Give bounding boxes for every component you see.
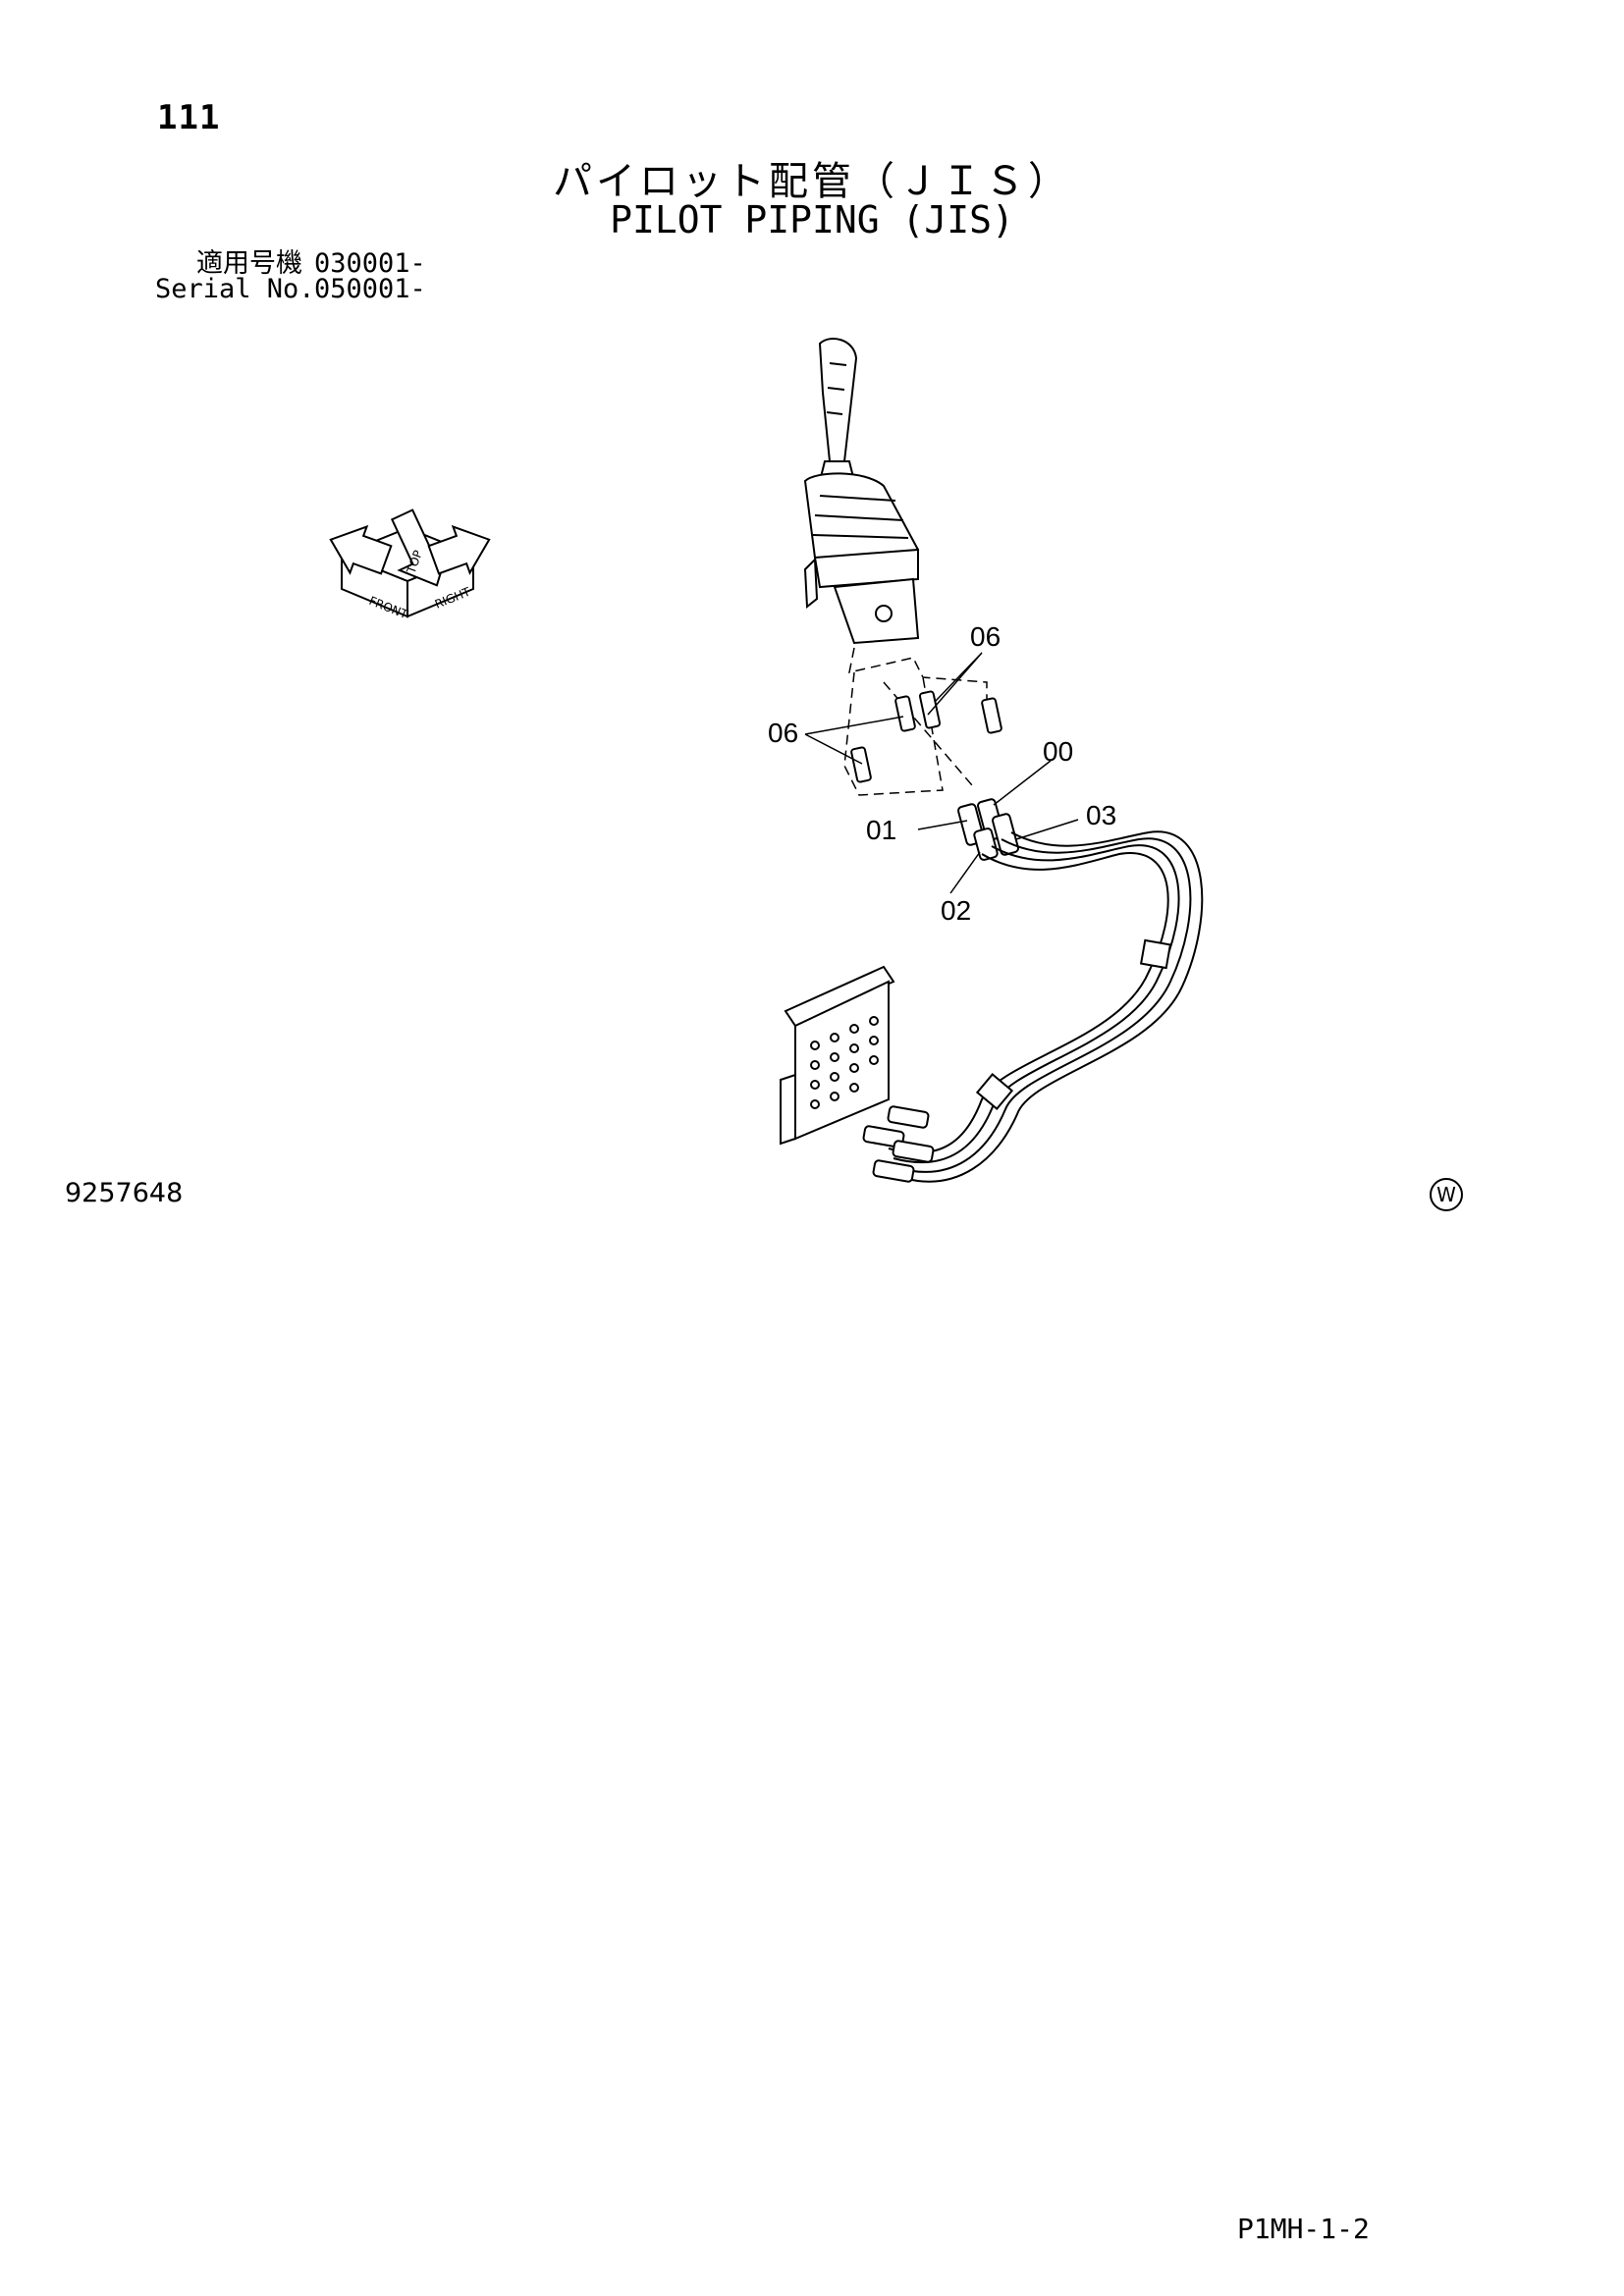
page-number: 111	[157, 98, 221, 137]
connector-lower-3	[892, 1140, 935, 1163]
bracket-holes	[810, 1016, 879, 1109]
hose-clamp-1	[1139, 938, 1172, 970]
applicability-label-jp: 適用号機	[196, 248, 302, 279]
fitting-06-d	[850, 746, 872, 783]
applicability-block: 適用号機 030001- Serial No. 050001-	[155, 248, 426, 304]
applicability-value-en: 050001-	[314, 274, 426, 304]
lever-base-plate	[813, 548, 919, 589]
page-code: P1MH-1-2	[1237, 2213, 1370, 2245]
hose-line-2	[893, 844, 1180, 1164]
applicability-row-jp: 適用号機 030001-	[155, 248, 426, 279]
bracket-side	[780, 1073, 796, 1146]
orientation-right-arrow	[427, 524, 491, 575]
callout-02: 02	[941, 895, 971, 926]
leader-00	[993, 760, 1052, 806]
lever-bracket	[803, 557, 819, 609]
page-title-jp: パイロット配管（ＪＩＳ）	[553, 159, 1071, 204]
leader-03	[1015, 819, 1079, 840]
lever-boot-folds	[812, 495, 909, 539]
callout-03: 03	[1086, 800, 1116, 830]
connector-lower-4	[872, 1159, 915, 1183]
applicability-value-jp: 030001-	[314, 248, 426, 279]
callout-00: 00	[1043, 736, 1073, 767]
bracket-plate-icon	[780, 965, 895, 1146]
leader-06-top	[927, 652, 983, 716]
pilot-control-lever-icon	[803, 338, 920, 645]
hose-clamp-2	[975, 1073, 1014, 1110]
applicability-label-en: Serial No.	[155, 274, 315, 304]
hose-assembly-icon	[888, 830, 1204, 1183]
orientation-front-arrow	[329, 524, 393, 575]
callout-06-left: 06	[768, 718, 798, 748]
drawing-number: 9257648	[65, 1178, 184, 1208]
bracket-top-flange	[784, 965, 895, 1028]
leader-lines	[804, 652, 1079, 894]
page-title-en: PILOT PIPING (JIS)	[610, 198, 1014, 241]
hose-line-3	[897, 837, 1192, 1173]
lever-grip	[818, 338, 858, 462]
connector-lower-2	[862, 1125, 905, 1148]
leader-02	[949, 851, 981, 894]
orientation-cube-icon: TOP FRONT RIGHT	[329, 508, 491, 621]
fitting-06-c	[981, 697, 1002, 734]
hose-connectors-lower	[862, 1105, 935, 1183]
fitting-06-a	[894, 695, 916, 732]
applicability-row-en: Serial No. 050001-	[155, 274, 426, 304]
callout-01: 01	[866, 815, 896, 845]
fitting-06-b	[918, 690, 942, 729]
connector-lower-1	[887, 1105, 930, 1129]
leader-01	[917, 820, 968, 830]
hose-connectors-upper	[957, 798, 1019, 861]
lever-grip-lines	[826, 362, 847, 415]
hose-line-1	[888, 852, 1169, 1154]
callout-06-top: 06	[970, 621, 1001, 652]
manufacturer-mark: W	[1430, 1178, 1463, 1211]
lever-valve-port	[875, 605, 893, 622]
hose-line-4	[902, 830, 1204, 1183]
leader-06-left	[804, 716, 904, 765]
fittings-06	[850, 690, 1002, 783]
